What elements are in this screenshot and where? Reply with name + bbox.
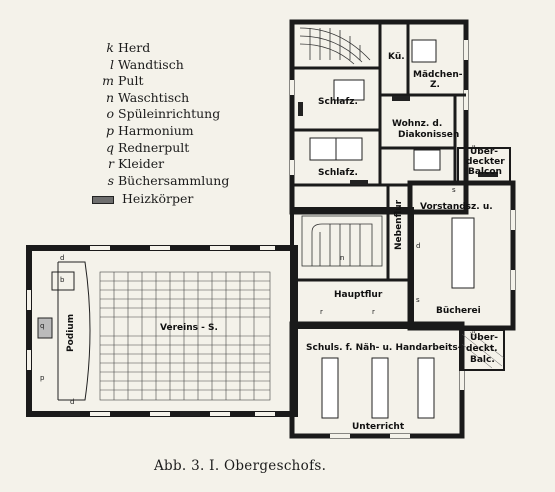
label-balc-3: Balc. [470,355,495,365]
mark-d-2: d [70,398,75,406]
label-kueche: Kü. [388,52,405,62]
mark-r-2: r [372,308,375,316]
label-vereinssaal: Vereins - S. [160,323,218,333]
staircase-north [299,27,371,65]
label-balc-1: Über- [470,333,499,343]
label-hauptflur: Hauptflur [334,290,383,300]
mark-b: b [60,276,65,284]
balc-south [459,329,505,371]
legend-heizkoerper: Heizkörper [92,191,229,208]
podium [37,261,91,401]
label-schlafz-1: Schlafz. [318,97,358,107]
label-wohnz-2: Diakonissen [398,130,460,140]
figure-caption: Abb. 3. I. Obergeschofs. [154,458,327,474]
school-tables [321,357,435,419]
label-balcon-1: Über- [470,147,499,157]
label-schulsaal: Schuls. f. Näh- u. Handarbeits- [306,343,462,353]
mark-r: r [320,308,323,316]
label-wohnz-1: Wohnz. d. [392,119,443,129]
label-podium: Podium [66,313,76,352]
label-maedchen-1: Mädchen- [413,70,463,80]
bedroom-furniture [309,39,441,171]
mark-d: d [60,254,65,262]
mark-d-3: d [416,242,421,250]
label-nebenflur: Nebenflur [394,199,404,250]
heizkoerper-marks [60,96,498,416]
label-maedchen-2: Z. [430,80,440,90]
mark-p: p [40,374,45,382]
wall-hauptflur [290,207,414,329]
label-schlafz-2: Schlafz. [318,168,358,178]
label-unterricht: Unterricht [352,422,405,432]
mark-q: q [40,322,45,330]
label-buecherei: Bücherei [436,306,481,316]
label-balcon-2: deckter [466,157,505,167]
mark-s-2: s [416,296,420,304]
seating-grid [99,271,271,401]
label-vorstandsz: Vorstandsz. u. [420,202,493,212]
mark-s: s [452,186,456,194]
board-table [451,217,475,289]
label-balc-2: deckt. [466,344,498,354]
mark-n: n [340,254,345,262]
heizkoerper-swatch [92,195,114,204]
harmonium-box [51,271,75,291]
label-balcon-3: Balcon [468,167,502,177]
staircase-main [301,215,383,267]
balcon-north [457,147,511,183]
